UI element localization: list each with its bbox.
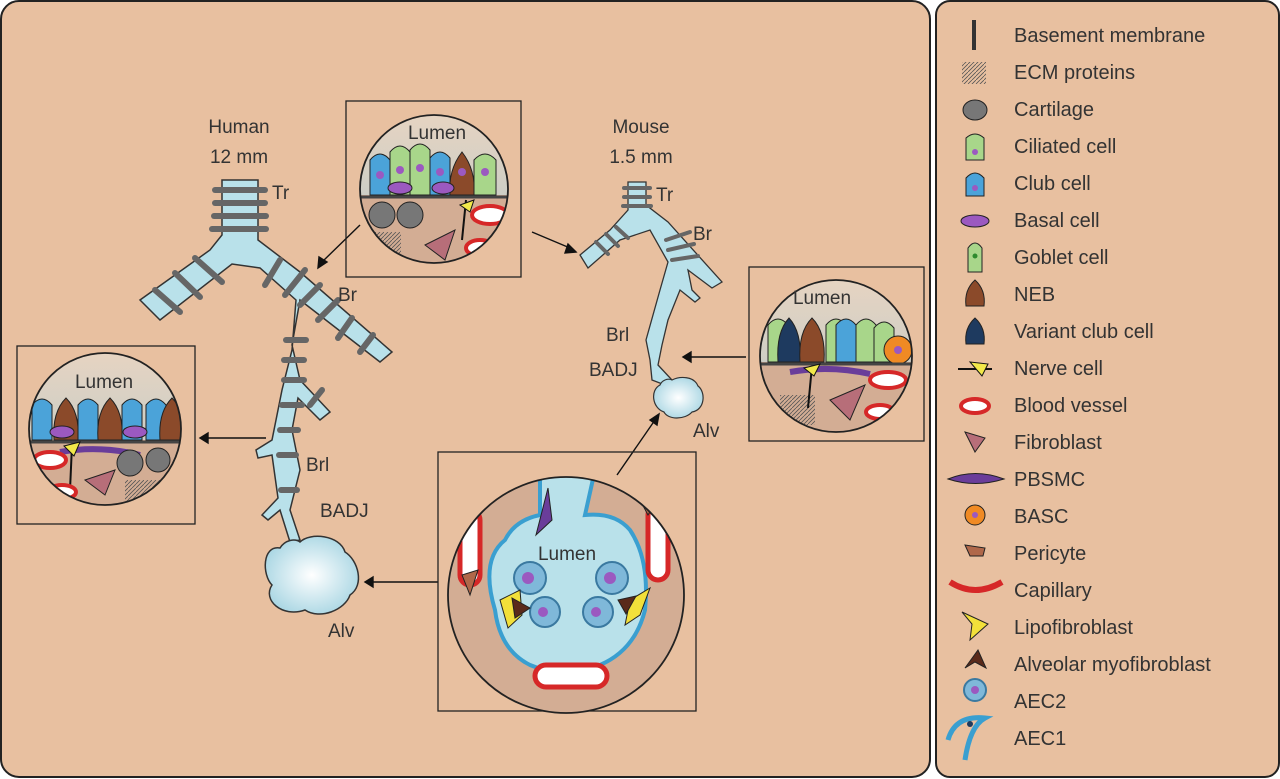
nerve-cell-icon (958, 361, 992, 377)
mouse-br-label: Br (693, 224, 713, 245)
variant-club-cell-icon (965, 317, 985, 345)
mouse-tr-label: Tr (656, 185, 674, 206)
human-size: 12 mm (210, 147, 268, 168)
mouse-title: Mouse (612, 117, 669, 138)
legend-label: Goblet cell (1014, 247, 1109, 269)
mouse-alv-label: Alv (693, 421, 720, 442)
legend-label: Fibroblast (1014, 432, 1102, 454)
legend-label: Capillary (1014, 580, 1092, 602)
legend-label: Club cell (1014, 173, 1091, 195)
legend: Basement membrane ECM proteins Cartilage… (945, 20, 1211, 761)
mouse-size: 1.5 mm (609, 147, 672, 168)
human-badj-label: BADJ (320, 501, 369, 522)
legend-label: Lipofibroblast (1014, 617, 1133, 639)
legend-label: Pericyte (1014, 543, 1086, 565)
human-alv-label: Alv (328, 621, 355, 642)
alveolus-lumen-label: Lumen (538, 544, 596, 565)
legend-panel (935, 0, 1280, 778)
legend-label: BASC (1014, 506, 1068, 528)
legend-label: NEB (1014, 284, 1055, 306)
human-title: Human (208, 117, 269, 138)
human-tr-label: Tr (272, 183, 290, 204)
alveolar-myofibroblast-icon (964, 649, 988, 670)
pbsmc-icon (946, 473, 1006, 484)
legend-label: Basal cell (1014, 210, 1100, 232)
inset-alveolus: Lumen (437, 451, 697, 714)
neb-icon (965, 279, 985, 307)
inset-upper-airway: Lumen (345, 100, 522, 278)
legend-label: Alveolar myofibroblast (1014, 654, 1211, 676)
ecm-proteins-icon (962, 62, 986, 84)
aec2-icon (963, 678, 987, 702)
lipofibroblast-icon (961, 611, 989, 642)
human-alveolus (264, 535, 360, 615)
mouse-brl-label: Brl (606, 325, 629, 346)
arrows (198, 224, 746, 589)
legend-label: Ciliated cell (1014, 136, 1116, 158)
legend-label: AEC2 (1014, 691, 1066, 713)
fibroblast-icon (964, 431, 986, 453)
legend-label: Nerve cell (1014, 358, 1103, 380)
pericyte-icon (964, 544, 986, 557)
human-br-label: Br (338, 285, 358, 306)
legend-label: ECM proteins (1014, 62, 1135, 84)
mouse-badj-label: BADJ (589, 360, 638, 381)
aec1-icon (945, 715, 994, 761)
human-labels: Human 12 mm Tr Br Brl BADJ Alv (208, 117, 368, 642)
legend-label: Blood vessel (1014, 395, 1127, 417)
legend-label: PBSMC (1014, 469, 1085, 491)
legend-label: Basement membrane (1014, 25, 1205, 47)
goblet-cell-icon (967, 242, 983, 273)
mouse-bronchiole-lumen-label: Lumen (793, 288, 851, 309)
basement-membrane-icon (972, 20, 976, 50)
basal-cell-icon (960, 214, 990, 228)
human-brl-label: Brl (306, 455, 329, 476)
inset-human-bronchiole: Lumen (16, 345, 196, 525)
ciliated-cell-icon (965, 133, 985, 161)
human-bronchiole-lumen-label: Lumen (75, 372, 133, 393)
mouse-airway-tree (579, 181, 724, 419)
legend-label: Cartilage (1014, 99, 1094, 121)
cartilage-icon (962, 99, 988, 121)
blood-vessel-icon (959, 397, 991, 415)
mouse-labels: Mouse 1.5 mm Tr Br Brl BADJ Alv (589, 117, 720, 442)
capillary-icon (948, 579, 1004, 593)
basc-icon (964, 504, 986, 526)
legend-label: AEC1 (1014, 728, 1066, 750)
mouse-alveolus (653, 376, 704, 419)
upper-airway-lumen-label: Lumen (408, 123, 466, 144)
human-airway-tree (138, 179, 394, 615)
club-cell-icon (965, 172, 985, 197)
legend-label: Variant club cell (1014, 321, 1154, 343)
